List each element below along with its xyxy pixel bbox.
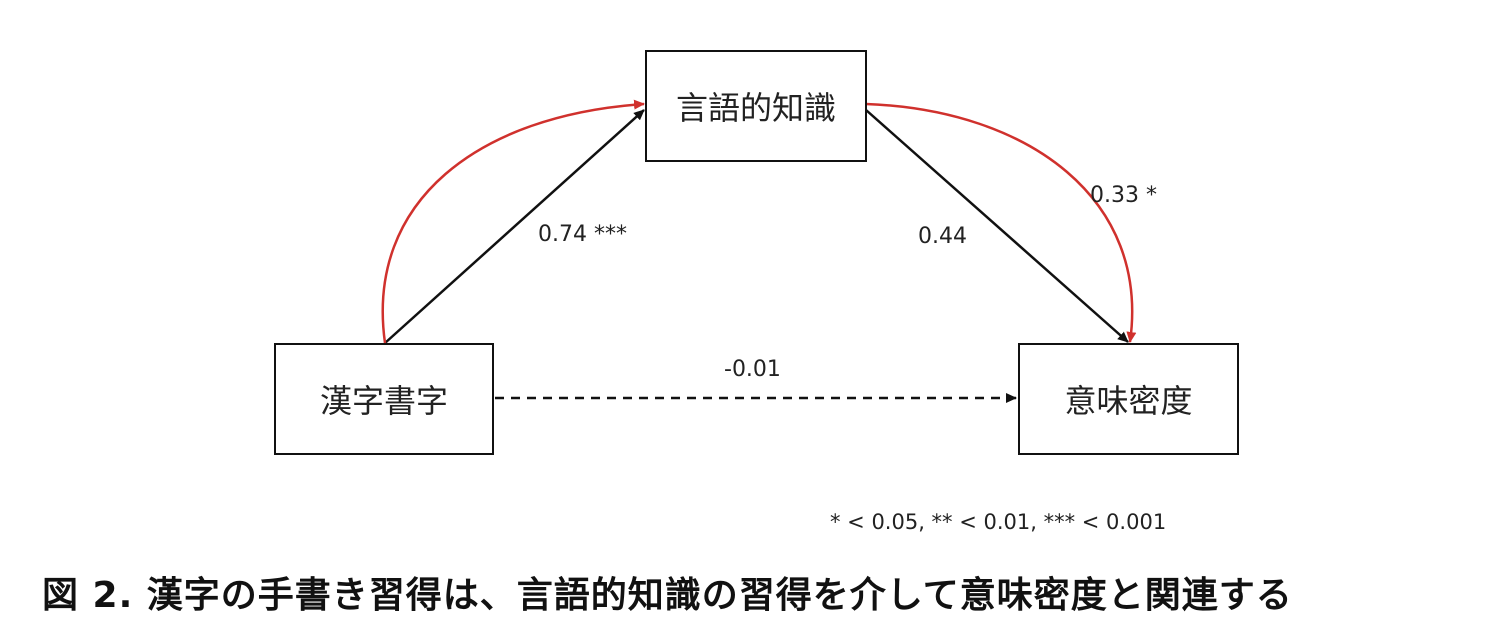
node-semantic-density: 意味密度 <box>1018 343 1239 455</box>
node-label: 言語的知識 <box>675 89 836 127</box>
figure-caption: 図 2. 漢字の手書き習得は、言語的知識の習得を介して意味密度と関連する <box>42 575 1293 616</box>
path-b-coefficient: 0.44 <box>918 224 967 249</box>
indirect-coefficient: 0.33 * <box>1090 183 1157 208</box>
indirect-curve-left <box>381 99 645 344</box>
direct-coefficient: -0.01 <box>724 357 781 382</box>
indirect-curve-right <box>865 102 1137 343</box>
significance-footnote: * < 0.05, ** < 0.01, *** < 0.001 <box>830 510 1167 534</box>
node-linguistic-knowledge: 言語的知識 <box>645 50 867 162</box>
path-a-coefficient: 0.74 *** <box>538 222 627 247</box>
path-a-arrow <box>384 109 645 344</box>
node-label: 漢字書字 <box>319 382 448 420</box>
node-label: 意味密度 <box>1064 382 1193 420</box>
path-b-arrow <box>865 109 1129 343</box>
node-kanji-writing: 漢字書字 <box>274 343 494 455</box>
